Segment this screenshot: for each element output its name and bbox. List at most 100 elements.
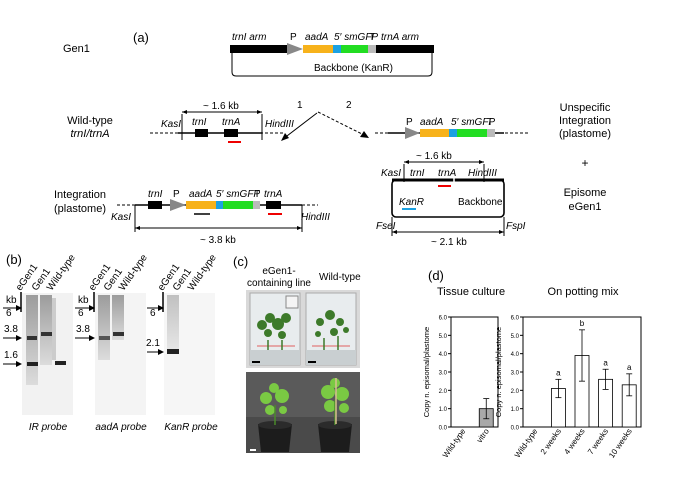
x-tick-label: 10 weeks xyxy=(607,427,634,460)
wildtype-subtitle: trnI/trnA xyxy=(70,128,110,140)
chart1-ytick-label: 3.0 xyxy=(439,371,448,377)
integ-trni-label: trnI xyxy=(148,189,163,200)
chart1-ylabel: Copy n. episomal/plastome xyxy=(422,327,431,417)
chart2-ytick-label: 2.0 xyxy=(511,389,520,395)
chart1-ytick-label: 0.0 xyxy=(439,426,448,432)
gen1-backbone xyxy=(231,53,433,77)
chart1-ytick-label: 6.0 xyxy=(439,316,448,322)
wt-trna xyxy=(224,129,238,137)
plus-sign: + xyxy=(581,156,589,170)
unspec-p-label: P xyxy=(406,117,413,128)
episome-label-2: eGen1 xyxy=(568,201,602,213)
chart1-title-1: Tissue culture xyxy=(437,286,506,298)
panel-b-label: (b) xyxy=(6,252,22,267)
unspec-t-label: T xyxy=(487,117,494,128)
aada-probe-label: aadA probe xyxy=(95,422,147,433)
ir-mark-1-6: 1.6 xyxy=(4,350,18,361)
chart1-ytick-label: 4.0 xyxy=(439,352,448,358)
x-tick-label: 4 weeks xyxy=(562,427,586,456)
gen1-backbone-label: Backbone (KanR) xyxy=(314,63,393,74)
wt-kasi: KasI xyxy=(161,119,182,130)
x-tick-label: 7 weeks xyxy=(586,427,610,456)
panel-a-label: (a) xyxy=(133,30,149,45)
gen1-trni-arm xyxy=(230,45,287,53)
ep-fsei: FseI xyxy=(376,221,396,232)
ep-backbone: Backbone xyxy=(458,197,503,208)
egen1-line-label-2: containing line xyxy=(247,278,311,289)
chart1-ytick-label: 1.0 xyxy=(439,407,448,413)
ep-trni-label: trnI xyxy=(410,168,425,179)
integ-size: ~ 3.8 kb xyxy=(200,235,236,246)
significance-letter: b xyxy=(580,319,585,328)
x-tick-label: 2 weeks xyxy=(539,427,563,456)
gen1-promoter xyxy=(287,43,303,55)
ep-hindiii: HindIII xyxy=(468,168,497,179)
wt-trni xyxy=(195,129,208,137)
integ-trna-label: trnA xyxy=(264,189,283,200)
integ-hindiii: HindIII xyxy=(301,212,330,223)
arrow-2-label: 2 xyxy=(346,100,352,111)
unspec-smgfp-label: 5′ smGFP xyxy=(451,117,496,128)
gen1-trna-arm-label: trnA arm xyxy=(381,32,419,43)
significance-letter: a xyxy=(627,363,632,372)
gen1-t-label: T xyxy=(369,32,376,43)
unspec-aada-label: aadA xyxy=(420,117,444,128)
aada-mark-6: 6 xyxy=(78,308,84,319)
integration-subtitle: (plastome) xyxy=(54,203,106,215)
significance-letter: a xyxy=(556,368,561,377)
ep-kanr: KanR xyxy=(399,197,425,208)
gen1-p-label: P xyxy=(290,32,297,43)
kanr-mark-6: 6 xyxy=(150,308,156,319)
wildtype-photo-label: Wild-type xyxy=(319,272,361,283)
chart1-ytick-label: 2.0 xyxy=(439,389,448,395)
ir-mark-3-8: 3.8 xyxy=(4,324,18,335)
gen1-aada xyxy=(303,45,333,53)
integ-smgfp-label: 5′ smGFP xyxy=(216,189,261,200)
ir-kb: kb xyxy=(6,295,17,306)
ir-mark-6: 6 xyxy=(6,308,12,319)
gen1-terminator xyxy=(368,45,376,53)
gen1-aada-label: aadA xyxy=(305,32,329,43)
ep-size-2: ~ 2.1 kb xyxy=(431,237,467,248)
chart2-ytick-label: 0.0 xyxy=(511,426,520,432)
chart1-ytick-label: 5.0 xyxy=(439,334,448,340)
ep-trna-label: trnA xyxy=(438,168,457,179)
wt-trni-label: trnI xyxy=(192,117,207,128)
ep-fspi: FspI xyxy=(506,221,526,232)
chart2-ytick-label: 6.0 xyxy=(511,316,520,322)
wt-hindiii: HindIII xyxy=(265,119,294,130)
ep-kasi: KasI xyxy=(381,168,402,179)
integ-p-label: P xyxy=(173,189,180,200)
ep-size-1: ~ 1.6 kb xyxy=(416,151,452,162)
unspecific-label-3: (plastome) xyxy=(559,128,611,140)
chart2-ytick-label: 4.0 xyxy=(511,352,520,358)
chart2-title: On potting mix xyxy=(547,286,619,298)
unspecific-label-2: Integration xyxy=(559,115,611,127)
chart2-ytick-label: 5.0 xyxy=(511,334,520,340)
panel-c-label: (c) xyxy=(233,254,249,269)
unspecific-label-1: Unspecific xyxy=(559,102,611,114)
kanr-probe-label: KanR probe xyxy=(164,422,218,433)
gen1-smgfp xyxy=(341,45,368,53)
integ-kasi: KasI xyxy=(111,212,132,223)
integration-title: Integration xyxy=(54,189,106,201)
integ-aada-label: aadA xyxy=(189,189,213,200)
chart2-ylabel: Copy n. episomal/plastome xyxy=(494,327,503,417)
aada-kb: kb xyxy=(78,295,89,306)
wt-size: ~ 1.6 kb xyxy=(203,101,239,112)
aada-mark-3-8: 3.8 xyxy=(76,324,90,335)
arrow-2 xyxy=(317,111,367,137)
gen1-trni-arm-label: trnI arm xyxy=(232,32,267,43)
arrow-1-label: 1 xyxy=(297,100,303,111)
panel-d-label: (d) xyxy=(428,268,444,283)
kanr-mark-2-1: 2.1 xyxy=(146,338,160,349)
arrow-1 xyxy=(282,112,318,140)
gen1-smgfp-label: 5′ smGFP xyxy=(334,32,379,43)
egen1-line-label-1: eGen1- xyxy=(262,266,296,277)
gen1-spacer xyxy=(333,45,341,53)
episome-label-1: Episome xyxy=(563,187,607,199)
